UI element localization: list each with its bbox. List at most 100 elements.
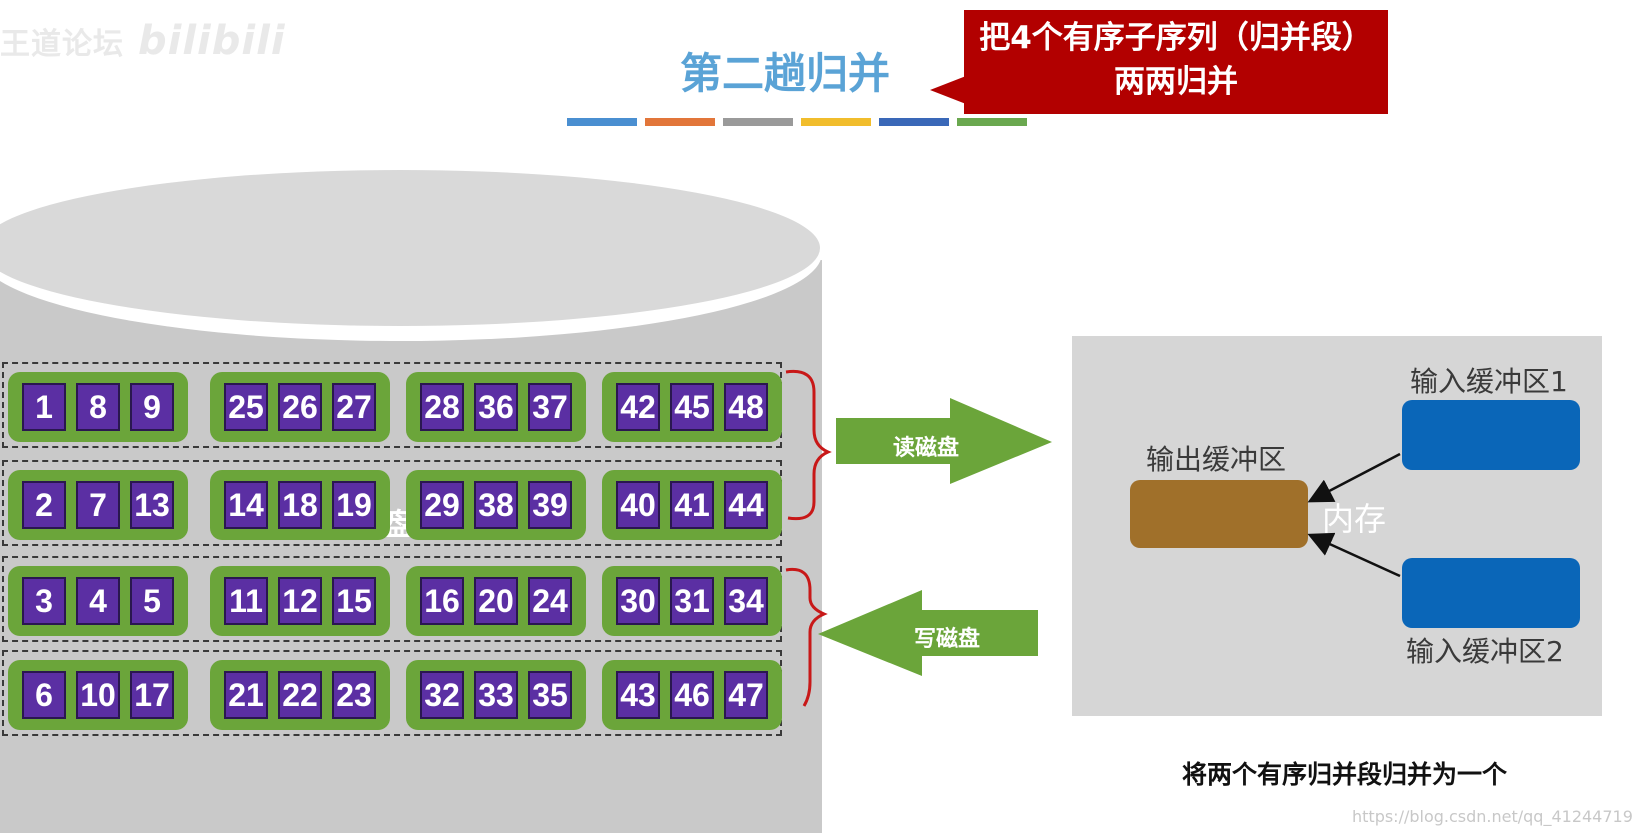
color-bar-segment [567,118,637,126]
watermark-forum-text: 王道论坛 [0,27,124,62]
record-cell: 33 [474,671,518,719]
record-cell: 42 [616,383,660,431]
write-disk-label: 写磁盘 [914,627,981,652]
record-cell: 37 [528,383,572,431]
memory-panel: 输入缓冲区1 输出缓冲区 内存 输入缓冲区2 [1072,336,1602,716]
read-disk-label: 读磁盘 [893,436,960,461]
record-cell: 22 [278,671,322,719]
input-buffer-2 [1402,558,1580,628]
record-cell: 13 [130,481,174,529]
callout-line-2: 两两归并 [1114,64,1238,100]
record-cell: 7 [76,481,120,529]
record-cell: 44 [724,481,768,529]
output-buffer-label: 输出缓冲区 [1146,443,1287,476]
record-cell: 46 [670,671,714,719]
record-cell: 36 [474,383,518,431]
callout-tail [930,76,966,104]
merge-brace-bottom [785,567,828,707]
output-buffer [1130,480,1308,548]
record-cell: 39 [528,481,572,529]
record-cell: 43 [616,671,660,719]
record-cell: 25 [224,383,268,431]
input-buffer-1 [1402,400,1580,470]
color-bar-segment [879,118,949,126]
record-cell: 15 [332,577,376,625]
record-cell: 30 [616,577,660,625]
read-disk-arrow [836,398,1052,484]
record-cell: 28 [420,383,464,431]
caption: 将两个有序归并段归并为一个 [1182,760,1508,789]
color-bar-segment [723,118,793,126]
record-cell: 48 [724,383,768,431]
disk-body [0,260,822,833]
record-cell: 17 [130,671,174,719]
callout-box: 把4个有序子序列（归并段） 两两归并 [964,10,1388,114]
disk-cylinder [0,165,822,833]
record-cell: 31 [670,577,714,625]
merge-brace-group [785,369,832,707]
record-cell: 38 [474,481,518,529]
record-cell: 27 [332,383,376,431]
record-cell: 23 [332,671,376,719]
record-cell: 34 [724,577,768,625]
record-cell: 18 [278,481,322,529]
bilibili-logo: bilibili [138,18,286,64]
record-cell: 45 [670,383,714,431]
record-cell: 11 [224,577,268,625]
record-cell: 10 [76,671,120,719]
disk-top [0,170,820,326]
record-cell: 1 [22,383,66,431]
watermark-url: https://blog.csdn.net/qq_41244719 [1352,807,1633,826]
record-cell: 12 [278,577,322,625]
record-cell: 3 [22,577,66,625]
record-cell: 14 [224,481,268,529]
record-cell: 35 [528,671,572,719]
record-cell: 26 [278,383,322,431]
slide-title: 第二趟归并 [680,49,891,98]
record-cell: 21 [224,671,268,719]
record-cell: 32 [420,671,464,719]
record-cell: 19 [332,481,376,529]
record-cell: 2 [22,481,66,529]
record-cell: 47 [724,671,768,719]
color-bar-segment [957,118,1027,126]
title-color-bar [567,118,1027,126]
record-cell: 20 [474,577,518,625]
record-cell: 8 [76,383,120,431]
record-cell: 9 [130,383,174,431]
input-buffer-2-label: 输入缓冲区2 [1406,635,1564,668]
record-cell: 41 [670,481,714,529]
input2-to-output-arrow [1307,532,1401,578]
record-cell: 24 [528,577,572,625]
buffer-arrows [1307,452,1401,578]
write-disk-arrow [818,590,1038,676]
color-bar-segment [645,118,715,126]
record-cell: 29 [420,481,464,529]
watermark-forum: 王道论坛 bilibili [0,18,286,64]
memory-label: 内存 [1322,500,1387,538]
input1-to-output-arrow [1307,452,1401,503]
record-cell: 40 [616,481,660,529]
color-bar-segment [801,118,871,126]
input-buffer-1-label: 输入缓冲区1 [1410,365,1568,398]
record-cell: 16 [420,577,464,625]
merge-brace-top [785,369,832,521]
record-cell: 4 [76,577,120,625]
